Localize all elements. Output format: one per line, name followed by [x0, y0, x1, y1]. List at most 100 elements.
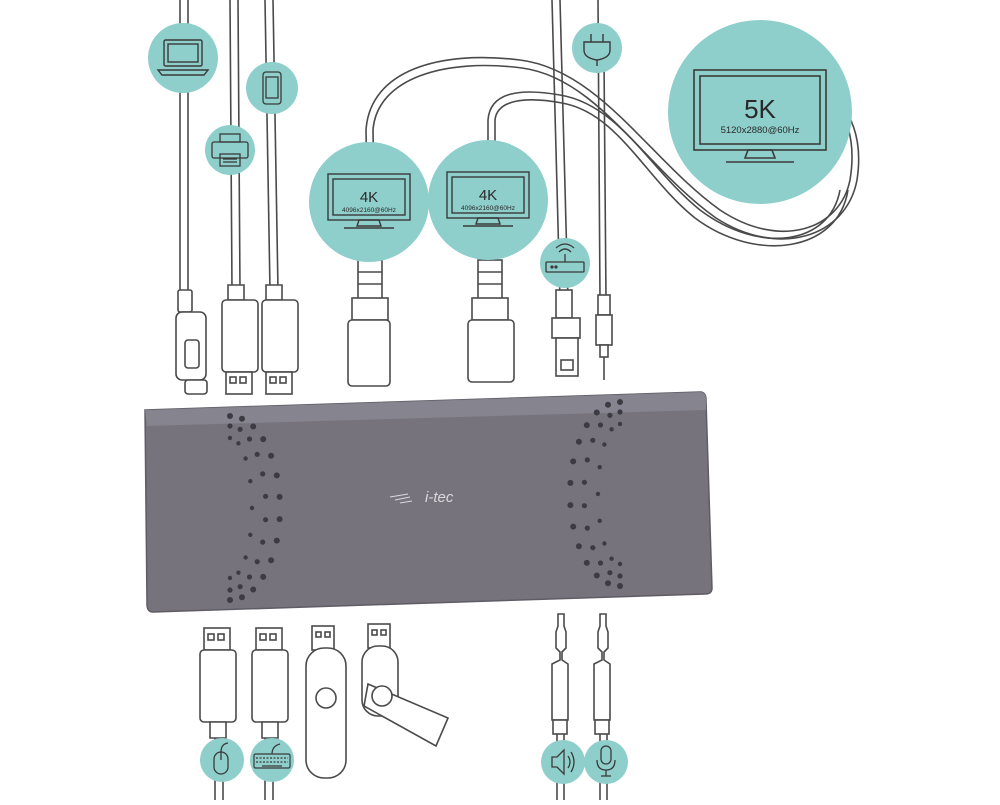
display-resolution-label: 4K [360, 189, 378, 206]
monitor-icon [693, 69, 827, 163]
phone-cable-edge [272, 0, 279, 291]
vent-hole [260, 539, 266, 545]
vent-hole [254, 559, 260, 565]
vent-hole [583, 559, 590, 566]
keyboard-badge [250, 738, 294, 782]
vent-hole [263, 493, 269, 499]
vent-hole [602, 442, 607, 447]
laptop-icon [156, 39, 210, 76]
vent-hole [260, 573, 267, 580]
display-detail-label: 4096x2160@60Hz [461, 205, 515, 212]
vent-hole [248, 532, 253, 537]
audio-jack-speaker [551, 613, 569, 735]
vent-hole [273, 537, 280, 544]
vent-hole [227, 575, 233, 581]
power-plug-icon [583, 34, 611, 66]
vent-hole [227, 435, 233, 441]
printer-badge [205, 125, 255, 175]
vent-hole [607, 570, 613, 576]
vent-hole [227, 597, 233, 603]
ventilation-holes [227, 399, 623, 603]
display-resolution-label: 5K [744, 94, 776, 124]
mouse-badge [200, 738, 244, 782]
vent-hole [268, 452, 275, 459]
vent-hole [597, 560, 604, 566]
smartphone-icon [262, 71, 282, 105]
vent-hole [593, 572, 600, 579]
display-left-cable [365, 56, 853, 263]
vent-hole [227, 587, 233, 593]
display-4k-right-badge: 4K 4096x2160@60Hz [428, 140, 548, 260]
vent-hole [248, 479, 253, 484]
vent-hole [570, 523, 577, 530]
vent-hole [250, 423, 257, 430]
vent-hole [617, 399, 623, 405]
dc-power-connector [595, 294, 613, 380]
router-badge [540, 238, 590, 288]
printer-icon [211, 133, 249, 167]
vent-hole [607, 412, 613, 418]
vent-hole [263, 517, 269, 523]
power-cable-edge [603, 59, 607, 301]
usb-a-connector-printer [221, 284, 259, 395]
speaker-badge [541, 740, 585, 784]
display-resolution-label: 4K [479, 187, 497, 204]
brand-logo: i-tec [425, 489, 454, 506]
display-detail-label: 5120x2880@60Hz [721, 125, 800, 136]
smartphone-badge [246, 62, 298, 114]
vent-hole [260, 471, 266, 477]
vent-hole [584, 457, 590, 463]
microphone-icon [596, 745, 616, 777]
audio-jack-microphone [593, 613, 611, 735]
vent-hole [239, 415, 245, 422]
vent-hole [593, 409, 600, 416]
vent-hole [243, 456, 248, 461]
vent-hole [605, 580, 611, 587]
display-left-cable-edge [372, 64, 860, 263]
vent-hole [236, 570, 241, 575]
vent-hole [575, 543, 582, 550]
vent-hole [583, 422, 590, 429]
vent-hole [254, 451, 260, 457]
vent-hole [237, 426, 243, 432]
microphone-badge [584, 740, 628, 784]
vent-hole [227, 423, 233, 429]
top-connectors [175, 259, 613, 395]
vent-hole [617, 561, 623, 567]
router-icon [545, 243, 585, 273]
vent-hole [597, 518, 602, 523]
vent-hole [595, 491, 601, 497]
monitor-icon [446, 171, 530, 227]
top-cables [179, 0, 860, 301]
laptop-badge [148, 23, 218, 93]
vent-hole [246, 436, 253, 442]
brand-logo-mark [389, 493, 413, 504]
vent-hole [268, 557, 275, 564]
usb-c-connector [175, 289, 208, 395]
vent-hole [273, 472, 280, 479]
phone-cable [264, 0, 271, 291]
docking-station-body: i-tec [144, 391, 713, 613]
display-5k-badge: 5K 5120x2880@60Hz [668, 20, 852, 204]
vent-hole [246, 574, 253, 580]
vent-hole [250, 586, 257, 593]
display-right-cable [487, 91, 841, 262]
vent-hole [567, 502, 574, 509]
mouse-icon [213, 742, 229, 775]
vent-hole [227, 413, 233, 419]
bottom-connectors [199, 613, 611, 779]
display-right-cable-edge [494, 99, 849, 262]
vent-hole [602, 541, 607, 546]
vent-hole [617, 421, 623, 427]
vent-hole [609, 427, 614, 432]
vent-hole [236, 441, 241, 446]
vent-hole [276, 516, 283, 523]
vent-hole [570, 458, 577, 465]
vent-hole [567, 479, 574, 486]
display-4k-left-badge: 4K 4096x2160@60Hz [309, 142, 429, 262]
keyboard-icon [253, 743, 291, 769]
usb-flash-drive-1 [305, 625, 347, 779]
vent-hole [609, 556, 614, 561]
